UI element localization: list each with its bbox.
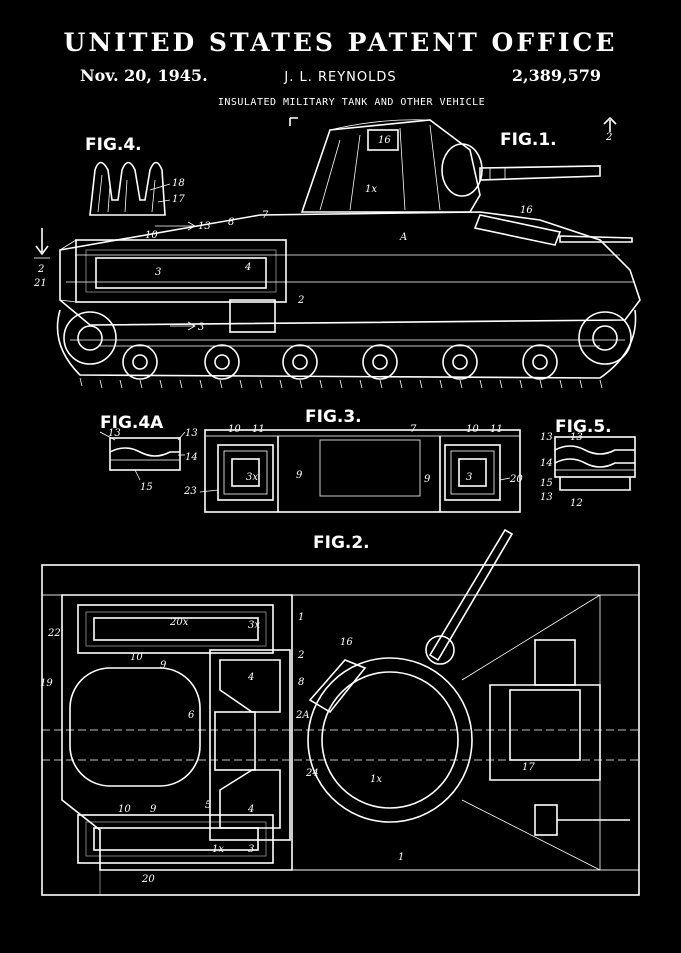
ref-5-fig2: 5 xyxy=(205,800,211,811)
ref-7-fig3: 7 xyxy=(410,424,417,435)
fig5-label: FIG.5. xyxy=(555,417,612,437)
fig3-section xyxy=(199,429,521,513)
ref-section-2-left: 2 xyxy=(37,264,44,275)
fig5-section xyxy=(554,436,636,491)
fig4a-section xyxy=(99,431,186,481)
ref-9-fig2-lower: 9 xyxy=(150,804,157,815)
ref-20-fig2: 20 xyxy=(141,874,155,885)
ref-18: 18 xyxy=(172,178,185,189)
ref-22-fig2: 22 xyxy=(47,628,61,639)
ref-15-fig4a: 15 xyxy=(140,482,153,493)
ref-2-fig2: 2 xyxy=(297,650,304,661)
ref-2a-fig2: 2A xyxy=(295,710,310,721)
ref-a: A xyxy=(399,232,407,243)
ref-2: 2 xyxy=(297,295,304,306)
ref-3-fig2-lower: 3 xyxy=(248,844,254,855)
patent-date: Nov. 20, 1945. xyxy=(80,66,208,85)
fig1-label: FIG.1. xyxy=(500,130,557,150)
ref-1x: 1x xyxy=(365,184,377,195)
ref-16-hatch: 16 xyxy=(378,135,391,146)
fig1-side-view xyxy=(34,116,641,389)
ref-8: 8 xyxy=(228,217,234,228)
inventor-name: J. L. REYNOLDS xyxy=(284,70,397,85)
invention-title: INSULATED MILITARY TANK AND OTHER VEHICL… xyxy=(217,97,486,108)
ref-20-fig3: 20 xyxy=(509,474,523,485)
ref-1x-fig2: 1x xyxy=(370,774,382,785)
ref-1-fig2-hull: 1 xyxy=(398,852,404,863)
fig4a-label: FIG.4A xyxy=(100,413,164,433)
ref-13: 13 xyxy=(198,221,211,232)
ref-13-fig4a: 13 xyxy=(108,428,121,439)
ref-9-fig3-right: 9 xyxy=(424,474,431,485)
fig2-label: FIG.2. xyxy=(313,533,370,553)
ref-17-fig2: 17 xyxy=(522,762,535,773)
ref-13-fig5-b: 13 xyxy=(570,432,583,443)
ref-13-fig5-c: 13 xyxy=(540,492,553,503)
ref-24-fig2: 24 xyxy=(305,768,319,779)
ref-4-fig2-lower: 4 xyxy=(247,804,254,815)
ref-17: 17 xyxy=(172,194,185,205)
ref-10-fig2-lower: 10 xyxy=(118,804,131,815)
ref-14-fig4a: 14 xyxy=(185,452,198,463)
ref-section-2-right: 2 xyxy=(605,132,612,143)
ref-16: 16 xyxy=(520,205,533,216)
ref-10-fig3-right: 10 xyxy=(466,424,479,435)
ref-20x-fig2: 20x xyxy=(169,617,189,628)
ref-14-fig5: 14 xyxy=(540,458,553,469)
ref-23-fig3: 23 xyxy=(183,486,197,497)
ref-7: 7 xyxy=(262,210,269,221)
ref-3x-fig2: 3x xyxy=(248,620,260,631)
ref-11-fig3-right: 11 xyxy=(490,424,503,435)
fig3-label: FIG.3. xyxy=(305,407,362,427)
ref-16-fig2: 16 xyxy=(340,637,353,648)
ref-11-fig3: 11 xyxy=(252,424,265,435)
reference-numerals: 16 1x A 16 10 8 7 13 3 2 21 18 17 4 3 2 … xyxy=(33,132,612,885)
ref-3-fig3: 3 xyxy=(466,472,472,483)
ref-3-lower: 3 xyxy=(198,322,204,333)
patent-number: 2,389,579 xyxy=(511,66,601,85)
ref-3x-fig3: 3x xyxy=(246,472,258,483)
ref-13-fig5: 13 xyxy=(540,432,553,443)
ref-21: 21 xyxy=(33,278,47,289)
ref-19-fig2: 19 xyxy=(40,678,53,689)
ref-13-fig4a-right: 13 xyxy=(185,428,198,439)
ref-12-fig5: 12 xyxy=(570,498,583,509)
fig2-plan-view xyxy=(41,528,640,896)
ref-6-fig2: 6 xyxy=(188,710,195,721)
ref-1x-fig2-lower: 1x xyxy=(212,844,224,855)
ref-9-fig3: 9 xyxy=(296,470,303,481)
ref-8-fig2: 8 xyxy=(298,677,304,688)
office-heading: UNITED STATES PATENT OFFICE xyxy=(63,28,618,57)
fig4-label: FIG.4. xyxy=(85,135,142,155)
ref-15-fig5: 15 xyxy=(540,478,553,489)
ref-4: 4 xyxy=(244,262,251,273)
ref-10-fig3: 10 xyxy=(228,424,241,435)
ref-1-fig2: 1 xyxy=(298,612,304,623)
ref-10-fig2: 10 xyxy=(130,652,143,663)
ref-9-fig2: 9 xyxy=(160,660,167,671)
fig4-section xyxy=(89,161,171,216)
ref-3: 3 xyxy=(155,267,161,278)
ref-10: 10 xyxy=(145,230,158,241)
ref-4-fig2: 4 xyxy=(247,672,254,683)
